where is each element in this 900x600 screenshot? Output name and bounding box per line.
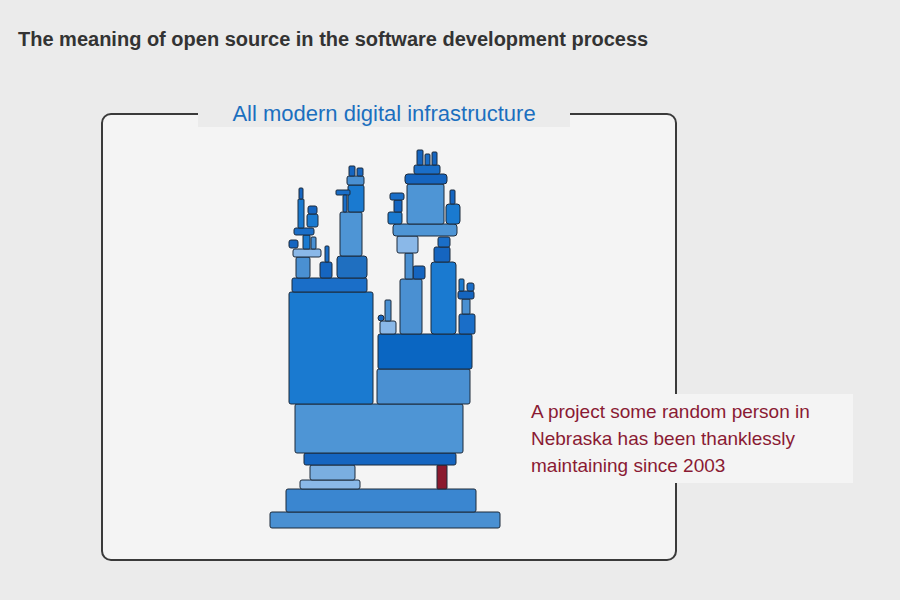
page-title: The meaning of open source in the softwa… — [18, 28, 648, 51]
frame-heading: All modern digital infrastructure — [198, 101, 569, 127]
frame-ground — [102, 114, 676, 560]
block-stack — [270, 150, 500, 528]
nebraska-block — [437, 465, 447, 489]
callout-note: A project some random person in Nebraska… — [525, 394, 853, 483]
infrastructure-frame: All modern digital infrastructure — [101, 113, 677, 561]
